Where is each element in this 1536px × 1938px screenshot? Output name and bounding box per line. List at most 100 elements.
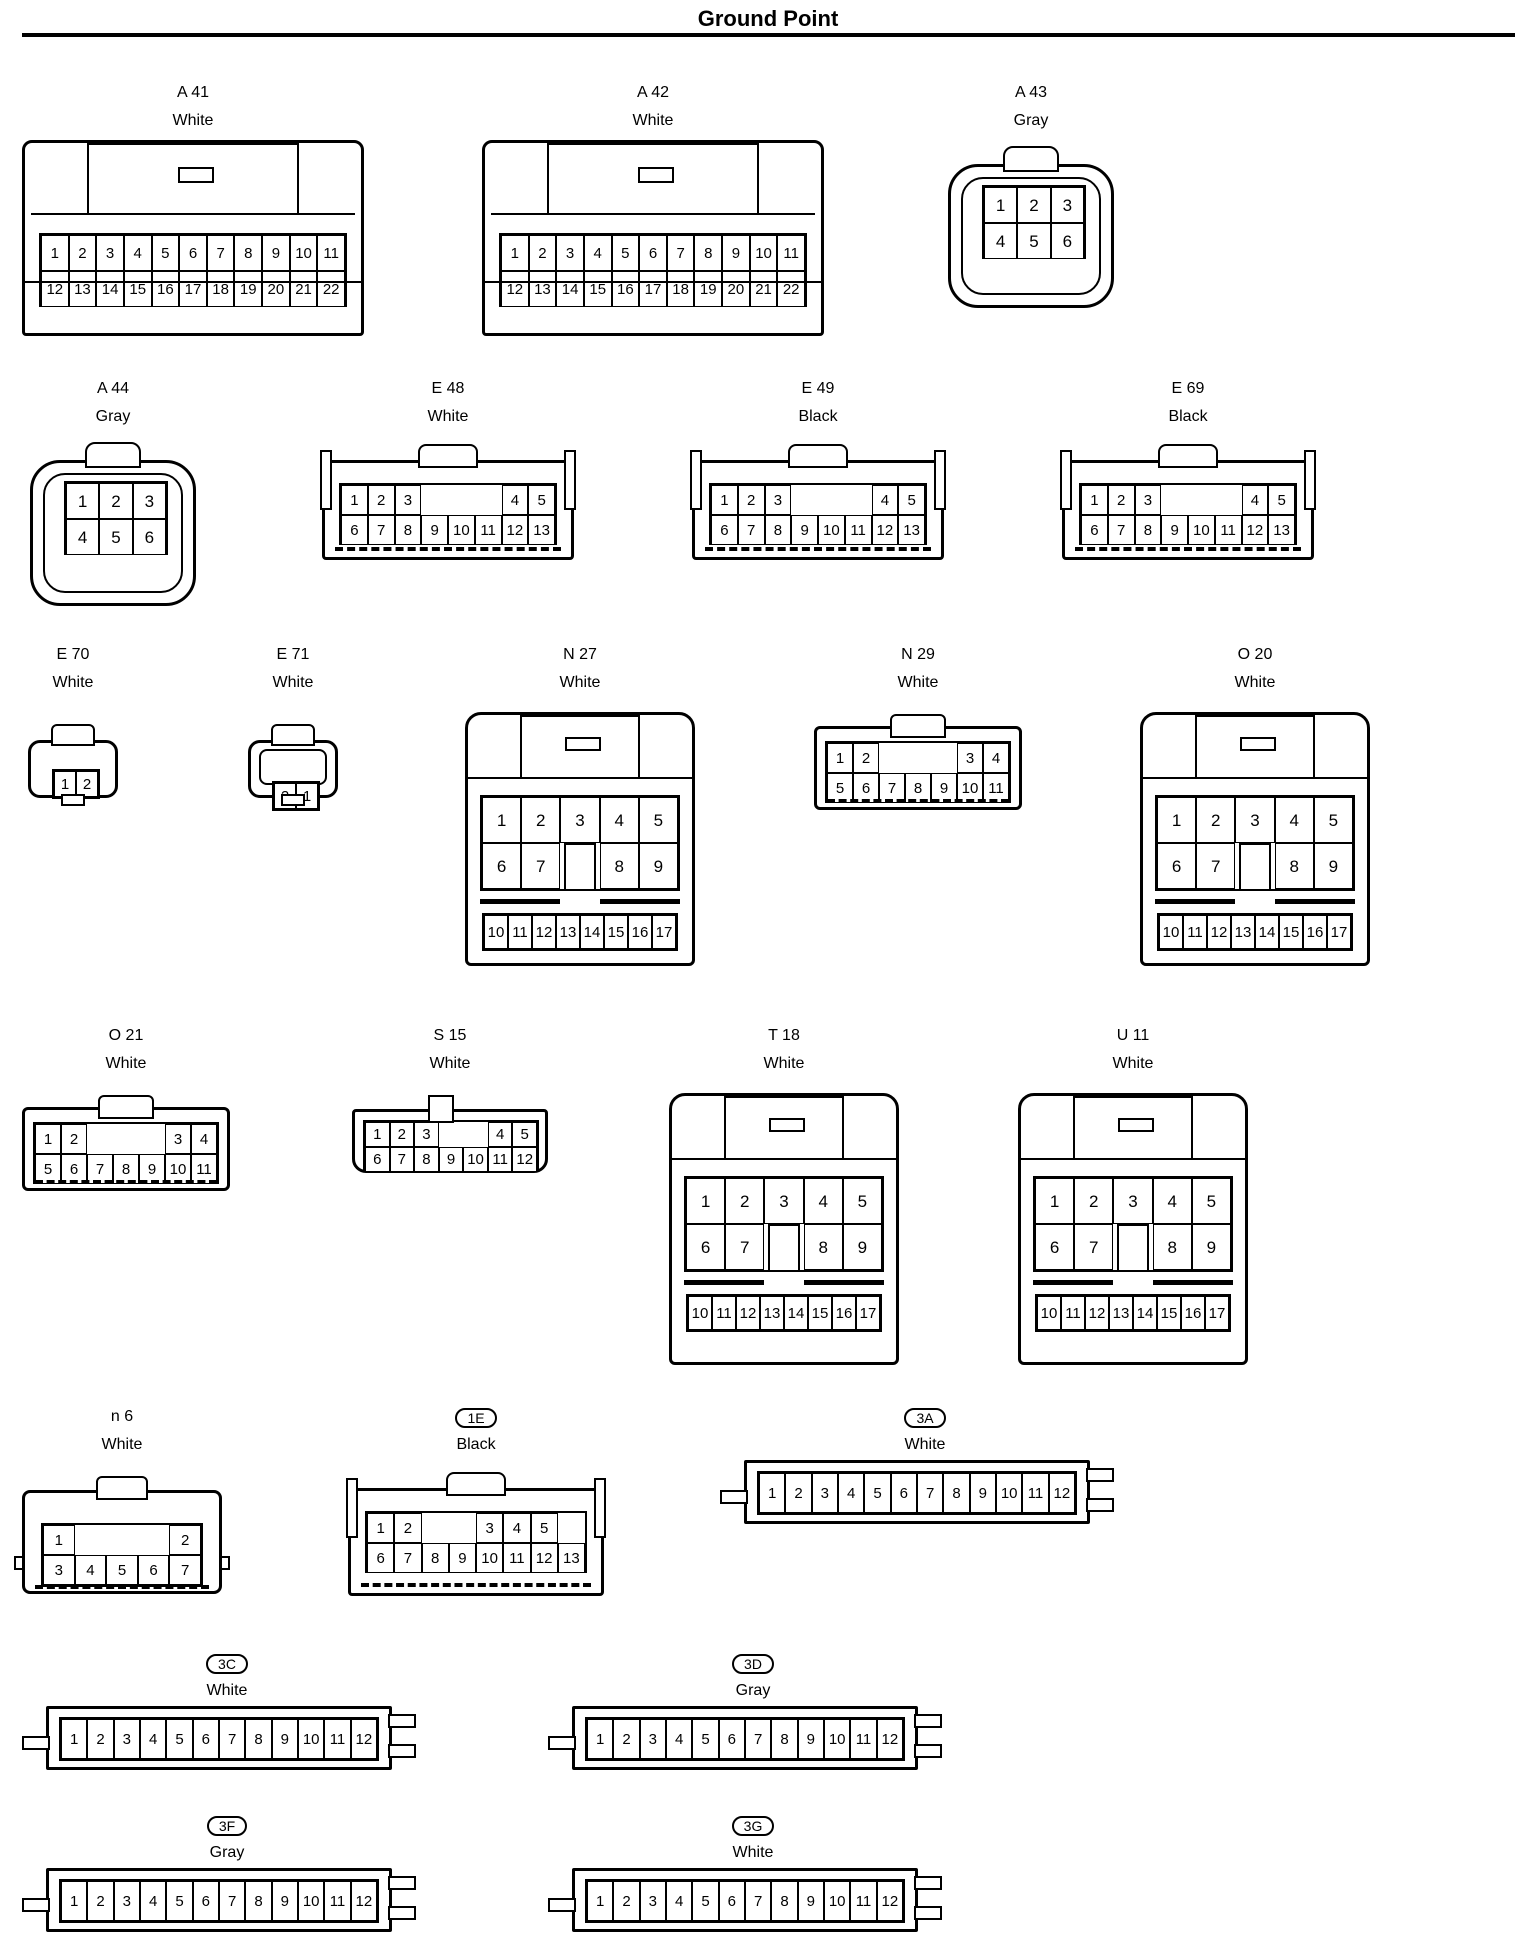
pin-cell: 8 bbox=[1134, 515, 1162, 545]
pin-cell: 11 bbox=[474, 515, 502, 545]
pin-cell: 11 bbox=[1061, 1296, 1085, 1330]
pin-cell: 6 bbox=[367, 1543, 395, 1573]
pin-cell: 8 bbox=[1274, 843, 1314, 889]
pin-cell: 13 bbox=[528, 515, 555, 545]
connector-color: White bbox=[897, 674, 939, 691]
pin-cell: 12 bbox=[350, 1719, 377, 1759]
pin-cell: 10 bbox=[448, 515, 475, 545]
pin-cell: 8 bbox=[1152, 1224, 1192, 1270]
connector-code: O 20 bbox=[1237, 646, 1273, 663]
pin-cell: 15 bbox=[1279, 915, 1303, 949]
pin-cell: 19 bbox=[234, 271, 263, 307]
pin-cell: 3 bbox=[165, 1124, 191, 1154]
pin-cell: 6 bbox=[718, 1719, 745, 1759]
center-key bbox=[1117, 1224, 1149, 1272]
pin-cell: 1 bbox=[984, 187, 1018, 223]
pin-cell: 9 bbox=[448, 1543, 476, 1573]
separator-right bbox=[1275, 899, 1355, 904]
pin-gap bbox=[1161, 485, 1215, 515]
pin-cell: 4 bbox=[123, 235, 152, 271]
connector-color: Black bbox=[456, 1436, 496, 1453]
connector-color: White bbox=[632, 112, 674, 129]
pin-cell: 15 bbox=[604, 915, 628, 949]
pin-cell: 15 bbox=[808, 1296, 832, 1330]
pin-cell: 5 bbox=[35, 1154, 61, 1184]
housing-latch bbox=[769, 1118, 805, 1132]
connector-code: N 29 bbox=[901, 646, 935, 663]
housing-latch bbox=[788, 444, 848, 468]
pin-cell: 3 bbox=[476, 1513, 504, 1543]
pin-cell: 7 bbox=[87, 1154, 113, 1184]
connector-color: Gray bbox=[735, 1682, 771, 1699]
pin-cell: 17 bbox=[639, 271, 667, 307]
pin-cell: 4 bbox=[1274, 797, 1314, 843]
pin-cell: 3 bbox=[811, 1473, 838, 1513]
housing-foot bbox=[281, 794, 305, 806]
pin-gap bbox=[791, 485, 845, 515]
pin-cell: 3 bbox=[394, 485, 422, 515]
pin-cell: 13 bbox=[1231, 915, 1255, 949]
connector-color: White bbox=[272, 674, 314, 691]
housing-latch bbox=[565, 737, 601, 751]
pin-cell: 10 bbox=[289, 235, 318, 271]
pin-cell: 4 bbox=[666, 1881, 693, 1921]
connector-code: A 44 bbox=[96, 380, 130, 397]
pin-cell: 7 bbox=[745, 1881, 772, 1921]
pin-cell: 6 bbox=[1081, 515, 1108, 545]
pin-cell: 6 bbox=[1157, 843, 1197, 889]
pin-cell: 14 bbox=[1255, 915, 1279, 949]
pin-cell: 11 bbox=[983, 773, 1009, 803]
pin-cell: 16 bbox=[151, 271, 180, 307]
pin-cell: 7 bbox=[367, 515, 395, 545]
pin-cell: 7 bbox=[1107, 515, 1135, 545]
pin-cell: 13 bbox=[556, 915, 580, 949]
pin-cell: 8 bbox=[421, 1543, 449, 1573]
connector-code: 3C bbox=[22, 1654, 432, 1674]
pin-cell: 2 bbox=[1107, 485, 1135, 515]
pin-cell: 10 bbox=[818, 515, 845, 545]
housing-ear-left bbox=[690, 450, 702, 510]
pin-cell: 4 bbox=[501, 485, 529, 515]
pin-cell: 9 bbox=[271, 1881, 298, 1921]
pin-cell: 8 bbox=[414, 1147, 439, 1172]
connector-code: A 41 bbox=[176, 84, 210, 101]
pin-cell: 10 bbox=[165, 1154, 191, 1184]
pin-cell: 1 bbox=[501, 235, 529, 271]
pin-cell: 1 bbox=[587, 1719, 614, 1759]
pin-cell: 1 bbox=[482, 797, 522, 843]
pin-cell: 6 bbox=[890, 1473, 917, 1513]
pin-cell: 6 bbox=[179, 235, 207, 271]
connector-code: n 6 bbox=[110, 1408, 134, 1425]
pin-cell: 6 bbox=[1035, 1224, 1075, 1270]
pin-cell: 6 bbox=[132, 519, 166, 555]
pin-cell: 15 bbox=[1157, 1296, 1181, 1330]
pin-cell: 22 bbox=[777, 271, 805, 307]
pin-cell: 9 bbox=[1161, 515, 1188, 545]
pin-gap bbox=[905, 743, 957, 773]
pin-cell: 2 bbox=[853, 743, 879, 773]
pin-cell: 12 bbox=[501, 271, 529, 307]
pin-cell: 5 bbox=[898, 485, 925, 515]
pin-cell: 17 bbox=[652, 915, 676, 949]
connector-code: 3F bbox=[22, 1816, 432, 1836]
